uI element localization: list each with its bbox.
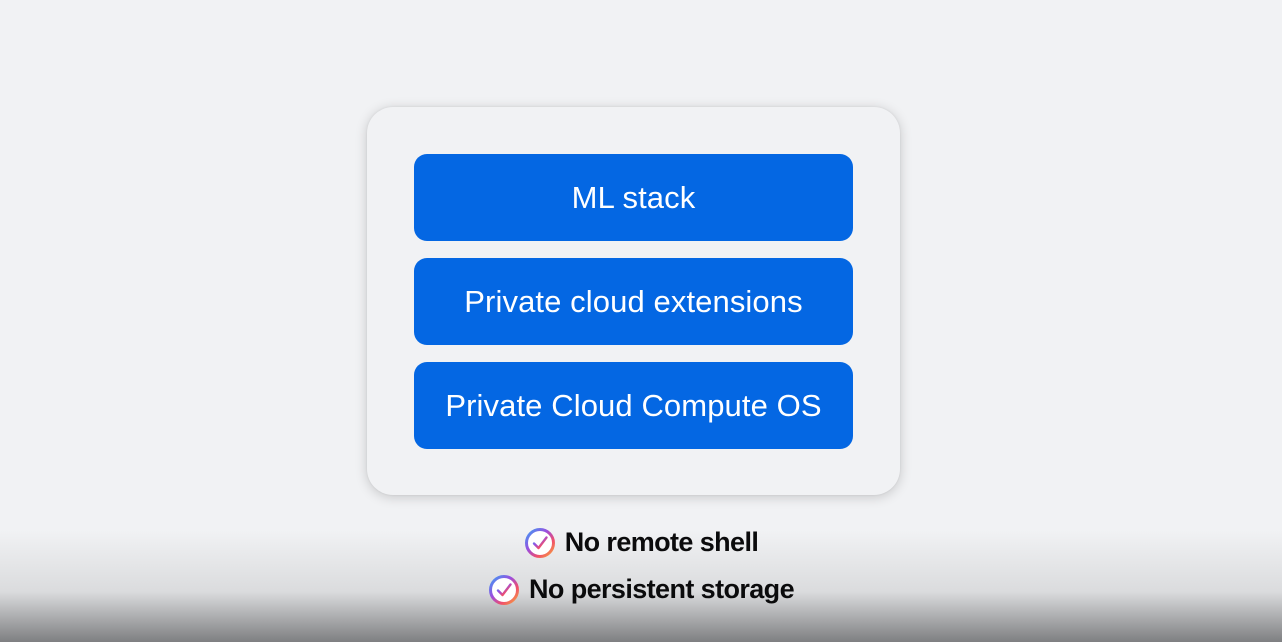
layer-ml-stack: ML stack [414,154,853,241]
feature-list: No remote shell No persistent storage [0,526,1282,606]
feature-label: No persistent storage [529,574,795,604]
feature-label: No remote shell [564,527,759,557]
feature-no-persistent-storage: No persistent storage [488,573,795,606]
checkmark-circle-icon [489,574,520,605]
feature-no-remote-shell: No remote shell [524,526,759,559]
layer-private-cloud-compute-os: Private Cloud Compute OS [414,362,853,449]
checkmark-circle-icon [524,527,555,558]
software-stack-diagram: ML stack Private cloud extensions Privat… [367,107,900,495]
layer-private-cloud-extensions: Private cloud extensions [414,258,853,345]
